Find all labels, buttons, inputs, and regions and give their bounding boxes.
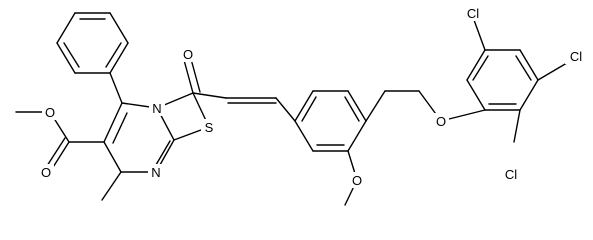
- bond: [109, 12, 129, 44]
- bond: [109, 72, 123, 104]
- atom-label-o: O: [45, 105, 55, 120]
- bond: [294, 120, 314, 152]
- atom-label-o: O: [436, 114, 446, 129]
- bond: [192, 92, 227, 99]
- bond: [103, 102, 123, 143]
- atom-label-n: N: [152, 101, 161, 116]
- bond: [56, 42, 76, 74]
- bond: [275, 97, 296, 122]
- molecule-canvas: N S N O O O O: [15, 5, 587, 206]
- nitrogen-atom-ring: N: [149, 100, 165, 116]
- atom-label-n: N: [151, 165, 160, 180]
- oxygen-atom-ketone: O: [180, 46, 196, 62]
- atom-label-s: S: [205, 120, 214, 135]
- bond: [466, 49, 486, 81]
- bond: [519, 79, 539, 111]
- oxygen-atom-ether: O: [433, 113, 449, 129]
- bond: [105, 42, 122, 68]
- bond: [466, 79, 486, 111]
- atom-label-o: O: [41, 165, 51, 180]
- atom-label-cl: Cl: [505, 167, 517, 182]
- bond: [347, 120, 367, 152]
- bond: [63, 42, 80, 68]
- oxygen-atom-ester-carbonyl: O: [38, 164, 54, 180]
- atom-label-layer: N S N O O O O: [38, 5, 587, 188]
- bond: [513, 109, 521, 143]
- bond: [44, 137, 66, 170]
- bond: [473, 19, 486, 51]
- bond: [103, 141, 122, 173]
- bond-layer: [15, 12, 573, 206]
- oxygen-atom-methoxy: O: [349, 172, 365, 188]
- bond: [519, 49, 539, 81]
- bond: [294, 90, 314, 122]
- bond: [347, 90, 367, 122]
- bond: [109, 42, 129, 74]
- molecule-structure: N S N O O O O: [15, 5, 587, 206]
- bond: [101, 171, 122, 201]
- atom-label-cl: Cl: [570, 49, 582, 64]
- oxygen-atom-ester-single: O: [42, 104, 58, 120]
- bond: [365, 90, 386, 122]
- sulfur-atom: S: [201, 119, 217, 135]
- bond: [515, 55, 532, 81]
- bond: [472, 55, 489, 81]
- atom-label-o: O: [352, 173, 362, 188]
- nitrogen-atom-imine: N: [148, 164, 164, 180]
- bond: [301, 96, 317, 122]
- chlorine-atom-ortho-bottom: Cl: [500, 166, 522, 182]
- atom-label-o: O: [183, 47, 193, 62]
- chlorine-atom-para: Cl: [565, 48, 587, 64]
- chlorine-atom-ortho-top: Cl: [462, 5, 484, 21]
- atom-label-cl: Cl: [467, 6, 479, 21]
- bond: [112, 112, 128, 144]
- bond: [56, 12, 76, 44]
- bond: [190, 58, 201, 93]
- bond: [183, 59, 194, 94]
- bond: [344, 96, 360, 122]
